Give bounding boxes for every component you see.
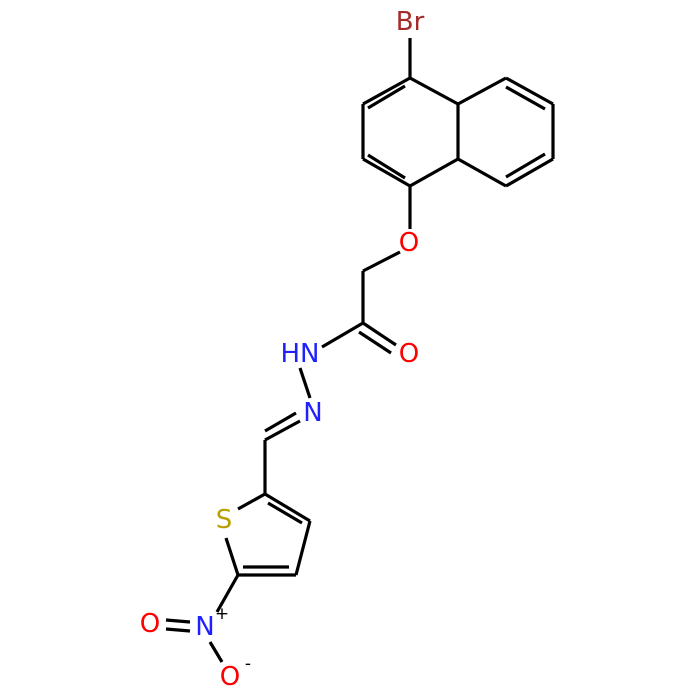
ring-bond (409, 157, 459, 188)
atom-s-thiophene: S (216, 505, 233, 535)
charge-plus: + (215, 604, 229, 624)
charge-minus: - (245, 654, 251, 674)
n-o-double-1 (165, 618, 191, 624)
c-n-bond (321, 321, 364, 349)
ring-bond (362, 76, 411, 106)
ring-bond-inner (367, 153, 406, 180)
n-o-double-2 (165, 627, 191, 633)
atom-br: Br (396, 7, 425, 37)
ring-bond (362, 157, 411, 188)
ring-bond (409, 76, 459, 106)
atom-o-nitro-1: O (140, 609, 160, 639)
ring-bond (457, 157, 507, 188)
ring-bond (457, 76, 507, 106)
c3-c4-bond (294, 520, 312, 576)
o-ch2-bond (362, 250, 401, 273)
c-o-double-1 (362, 321, 397, 347)
atom-n-imine: N (303, 398, 322, 428)
ring-bond (505, 157, 554, 188)
atom-o-ether: O (399, 228, 419, 258)
n-o-single (208, 641, 224, 663)
c2-s-bond (237, 492, 266, 511)
atom-o-nitro-2: O (220, 662, 240, 692)
atom-label-layer: Br O O HN N S N O O + - (140, 7, 425, 692)
c2-c3-bond (264, 492, 311, 523)
bond-layer (165, 38, 555, 663)
c5-s-bond (224, 537, 240, 576)
atom-o-carbonyl: O (399, 339, 419, 369)
c-no2-bond (215, 574, 240, 613)
n-n-bond (298, 367, 312, 399)
ring-bond-inner (367, 84, 406, 110)
ring-bond (505, 76, 554, 106)
c-n-double-2 (264, 411, 297, 433)
c-n-double-1 (264, 419, 301, 442)
c-o-double-2 (358, 330, 392, 355)
ring-bond-inner (505, 152, 546, 179)
ring-bond-inner (505, 85, 546, 111)
atom-n-nitro: N (195, 612, 214, 642)
c2-c3-inner (267, 501, 303, 525)
atom-nh: HN (281, 339, 320, 369)
